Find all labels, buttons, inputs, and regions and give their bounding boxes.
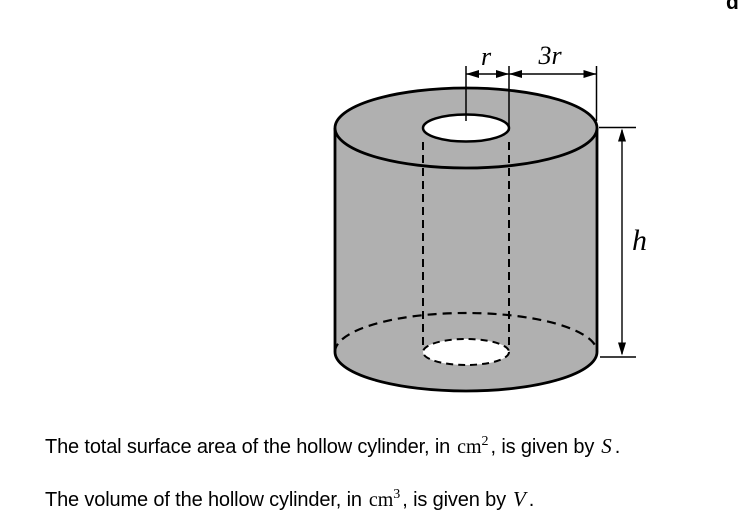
cylinder-side-wall [335, 128, 597, 391]
cylinder-bottom-back-edge [333, 311, 599, 353]
label-inner-radius: r [481, 42, 492, 71]
caption-surface-area-middle: , is given by [490, 436, 595, 458]
caption-surface-area: The total surface area of the hollow cyl… [45, 433, 620, 463]
symbol-S: S [601, 434, 612, 458]
symbol-V: V [512, 487, 526, 511]
cylinder-bottom-front-edge [333, 351, 599, 393]
hollow-cylinder-diagram: r 3r h [333, 41, 647, 393]
unit-exponent: 3 [393, 487, 401, 502]
arrowhead-down-icon [618, 342, 626, 356]
caption-volume-prefix: The volume of the hollow cylinder, in [45, 489, 362, 511]
unit-exponent: 2 [481, 434, 489, 449]
caption-surface-area-period: . [614, 436, 621, 458]
caption-volume-period: . [528, 489, 535, 511]
unit-cm: cm [368, 489, 394, 511]
caption-surface-area-prefix: The total surface area of the hollow cyl… [45, 436, 451, 458]
unit-cm: cm [457, 436, 482, 458]
bottom-hole [422, 338, 510, 366]
caption-volume-middle: , is given by [402, 489, 506, 511]
caption-volume: The volume of the hollow cylinder, in cm3… [45, 486, 534, 516]
arrowhead-left-icon [509, 70, 522, 78]
cropped-corner-text: d [726, 0, 739, 14]
arrowhead-left-icon [466, 70, 479, 78]
arrowhead-right-icon [496, 70, 509, 78]
label-wall-width: 3r [537, 41, 562, 70]
arrowhead-up-icon [618, 128, 626, 142]
label-height: h [632, 224, 647, 257]
arrowhead-right-icon [583, 70, 597, 78]
